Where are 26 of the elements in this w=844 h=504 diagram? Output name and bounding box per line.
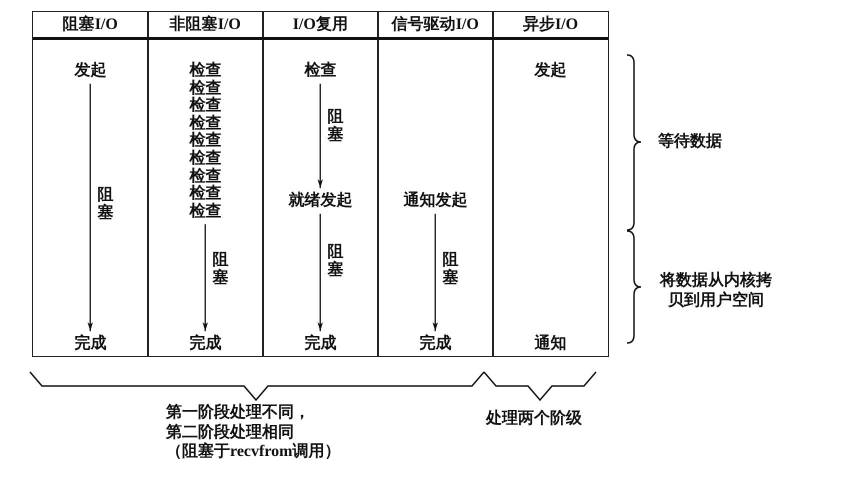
annotation-text: 处理两个阶级	[486, 409, 582, 429]
step-label: 发起	[532, 58, 570, 84]
step-label: 完成	[186, 331, 224, 357]
annotation-text: 将数据从内核拷贝到用户空间	[658, 271, 773, 310]
annotation-text: 第一阶段处理不同，第二阶段处理相同（阻塞于recvfrom调用）	[166, 403, 342, 462]
column-header: 非阻塞I/O	[148, 12, 262, 40]
step-label: 通知发起	[400, 188, 470, 214]
arrow	[318, 214, 323, 332]
step-label: 发起	[71, 58, 110, 84]
column-header: 信号驱动I/O	[378, 12, 492, 40]
arrow	[318, 84, 323, 188]
annotation-text: 等待数据	[658, 132, 722, 152]
table-column	[492, 11, 609, 357]
arrow	[202, 224, 208, 332]
step-label: 完成	[301, 331, 340, 357]
column-header: 异步I/O	[493, 12, 608, 40]
arrow	[88, 84, 93, 332]
step-label: 就绪发起	[285, 188, 356, 214]
step-label: 完成	[416, 331, 454, 357]
step-label: 检查 检查 检查 检查 检查 检查 检查 检查 检查	[186, 58, 224, 224]
step-label: 通知	[532, 331, 570, 357]
column-header: I/O复用	[263, 12, 378, 40]
step-label: 检查	[301, 58, 340, 84]
column-header: 阻塞I/O	[33, 12, 148, 40]
step-label: 完成	[71, 331, 110, 357]
arrow	[432, 214, 438, 332]
